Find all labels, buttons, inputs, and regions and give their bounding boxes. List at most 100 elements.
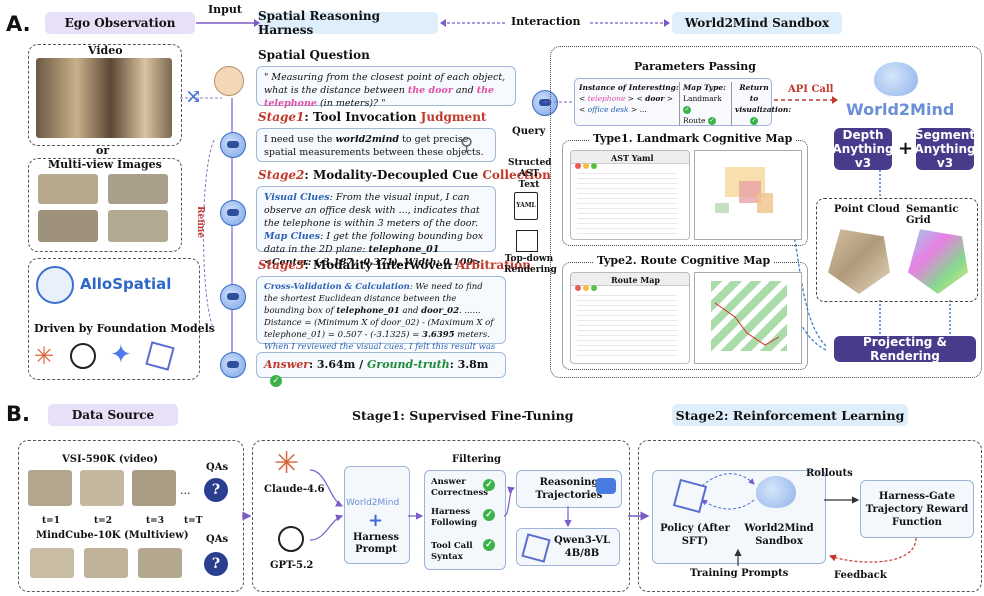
- video-label: Video: [88, 44, 123, 57]
- ast-yaml-title: AST Yaml: [611, 153, 654, 163]
- allospatial-icon: [36, 266, 74, 304]
- route-option: Route: [683, 116, 706, 125]
- interaction-label: Interaction: [511, 15, 581, 28]
- panel-b-label: B.: [6, 402, 30, 426]
- mindcube-frame-1: [30, 548, 74, 578]
- vsi-frame-2: [80, 470, 124, 506]
- segment-anything-box: Segment Anything v3: [914, 128, 976, 170]
- ast-yaml-window: AST Yaml: [570, 150, 690, 240]
- pointcloud-box: [816, 198, 978, 302]
- driven-label: Driven by Foundation Models: [34, 322, 216, 335]
- return-col: Return to visualization: ✓: [731, 82, 791, 126]
- allospatial-box: [28, 258, 200, 380]
- plus-sign: +: [898, 138, 914, 159]
- data-source-pill: Data Source: [48, 404, 178, 426]
- qas-label-2: QAs: [206, 534, 229, 545]
- video-box: [28, 44, 182, 146]
- world2mind-logo-b: World2Mind: [346, 498, 400, 508]
- vsi-frame-1: [28, 470, 72, 506]
- magnifier-icon: ⚲: [460, 134, 474, 155]
- params-box: Instance of Interesting: < telephone > <…: [574, 78, 791, 126]
- stage3-label: Stage3: [258, 258, 305, 272]
- harness-following-label: Harness Following: [431, 507, 478, 528]
- answer-value: : 3.64m: [309, 358, 356, 371]
- refine-label: Refine: [195, 206, 205, 239]
- shuffle-icon: ⤨: [185, 84, 202, 108]
- vsi-dots: ...: [180, 484, 191, 497]
- qwen-box: Qwen3-VL 4B/8B: [516, 528, 620, 566]
- visual-clues: : From the visual input, I can observe a…: [264, 192, 480, 229]
- reasoning-box: Reasoning Trajectories: [516, 470, 622, 508]
- maptype-col: Map Type: Landmark ✓ Route ✓: [679, 82, 731, 126]
- answer-correct-label: Answer Correctness: [431, 477, 489, 498]
- reasoning-label: Reasoning Trajectories: [535, 477, 603, 501]
- cross-4: meters.: [454, 330, 490, 340]
- stage1-box: I need use the world2mind to get precise…: [256, 128, 496, 162]
- type1-title: Type1. Landmark Cognitive Map: [590, 132, 796, 145]
- cross-head: Cross-Validation & Calculation: [264, 282, 410, 292]
- cross-value: 3.6395: [422, 330, 455, 340]
- claude-logo-icon: ✳: [34, 342, 55, 370]
- instance-label: Instance of Interesting:: [579, 83, 679, 92]
- topdown-label: Top-down Rendering: [504, 254, 557, 275]
- stage1-label: Stage1: [258, 110, 305, 124]
- harness-prompt-label: Harness Prompt: [352, 532, 400, 555]
- sandbox-panel: [550, 46, 982, 378]
- toolcall-label: Tool Call Syntax: [431, 541, 473, 562]
- route-map-code: [577, 291, 677, 359]
- landmark-check-icon: ✓: [683, 106, 691, 114]
- flow-node-3: [220, 284, 246, 310]
- ast-yaml-code: [577, 169, 677, 235]
- map-clues: : I get the following bounding box data …: [264, 231, 484, 255]
- answer-label: Answer: [264, 358, 309, 371]
- harness-plus: +: [368, 510, 384, 531]
- question-post: (in meters)? ": [316, 98, 386, 109]
- thinking-person-icon: [214, 66, 244, 96]
- params-title: Parameters Passing: [634, 60, 756, 73]
- claude-icon: ✳: [274, 446, 300, 481]
- answer-correct-check-icon: ✓: [483, 479, 495, 491]
- landmark-option: Landmark: [683, 94, 722, 103]
- vsi-label: VSI-590K (video): [62, 454, 158, 465]
- tT-label: t=T: [184, 516, 203, 526]
- question-and: and: [452, 85, 477, 96]
- query-label: Query: [512, 126, 546, 137]
- filtering-box: Answer Correctness ✓ Harness Following ✓…: [424, 470, 506, 570]
- projecting-rendering-box: Projecting & Rendering: [834, 335, 976, 363]
- harness-pill: Spatial Reasoning Harness: [258, 9, 438, 37]
- filtering-label: Filtering: [452, 454, 502, 465]
- type2-title: Type2. Route Cognitive Map: [594, 254, 774, 267]
- stage1-title: Stage1: Tool Invocation Judgment: [258, 110, 486, 124]
- stage3-title: Stage3: Modality Interwoven Arbitration: [258, 258, 531, 272]
- rollouts-label: Rollouts: [806, 468, 853, 479]
- cross-3: . ...... Distance = (Minimum X of door_0…: [264, 306, 494, 340]
- stage1-sft-title: Stage1: Supervised Fine-Tuning: [352, 408, 574, 423]
- flow-node-2: [220, 200, 246, 226]
- ego-observation-pill: Ego Observation: [45, 12, 195, 34]
- flow-node-4: [220, 352, 246, 378]
- multiview-image-3: [38, 210, 98, 242]
- maptype-label: Map Type:: [683, 83, 726, 92]
- claude-label: Claude-4.6: [264, 484, 325, 495]
- semantic-grid-label: Semantic Grid: [906, 204, 959, 226]
- t3-label: t=3: [146, 516, 164, 526]
- gemini-logo-icon: ✦: [110, 340, 132, 370]
- return-label: Return to visualization:: [735, 83, 792, 114]
- stage2-title: Stage2: Modality-Decoupled Cue Collectio…: [258, 168, 551, 182]
- spatial-question-title: Spatial Question: [258, 48, 370, 62]
- multiview-image-2: [108, 174, 168, 204]
- point-cloud-label: Point Cloud: [834, 204, 900, 215]
- map-clues-bold: telephone_01 <Center: (-3.187, -0.371), …: [264, 244, 485, 281]
- yaml-file-icon: YAML: [514, 192, 538, 220]
- stage1-body-post: to get precise spatial measurements betw…: [264, 134, 484, 158]
- cross-telephone: telephone_01: [336, 306, 400, 316]
- api-call-label: API Call: [788, 84, 834, 95]
- stage2-box: Visual Clues: From the visual input, I c…: [256, 186, 496, 281]
- depth-anything-box: Depth Anything v3: [832, 128, 894, 170]
- vsi-frame-3: [132, 470, 176, 506]
- video-strip: [36, 58, 172, 138]
- gpt-label: GPT-5.2: [270, 560, 314, 571]
- gpt-icon: [278, 526, 304, 552]
